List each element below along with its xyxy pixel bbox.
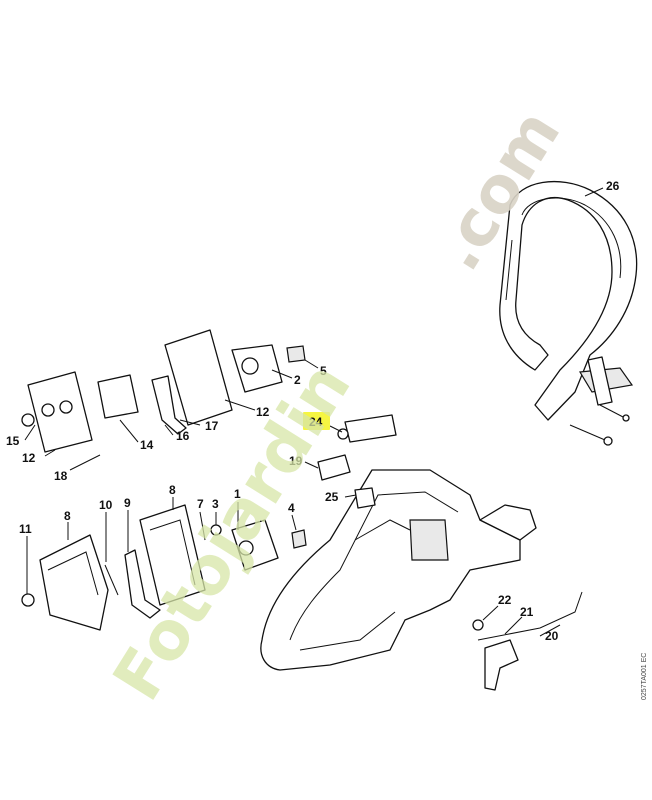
callout-19: 19: [289, 454, 303, 468]
housing-part: [260, 469, 537, 671]
callout-labels: 1 2 3 4 5 7 8 8 9 10 11 12 12 14 15 16 1…: [6, 179, 620, 643]
callout-1: 1: [234, 487, 241, 501]
callout-15: 15: [6, 434, 20, 448]
callout-18: 18: [54, 469, 68, 483]
drawing-code: 0257TA001 EC: [641, 653, 648, 700]
callout-2: 2: [294, 373, 301, 387]
handlebar-part: [499, 180, 638, 446]
callout-10: 10: [99, 498, 113, 512]
callout-24: 24: [309, 415, 323, 429]
callout-14: 14: [140, 438, 154, 452]
callout-5: 5: [320, 364, 327, 378]
callout-11: 11: [19, 522, 32, 536]
callout-4: 4: [288, 501, 295, 515]
callout-9: 9: [124, 496, 131, 510]
callout-21: 21: [520, 605, 534, 619]
callout-3: 3: [212, 497, 219, 511]
callout-12b: 12: [22, 451, 36, 465]
callout-7: 7: [197, 497, 204, 511]
cover-part: [21, 329, 583, 691]
callout-20: 20: [545, 629, 559, 643]
callout-16: 16: [176, 429, 190, 443]
callout-8b: 8: [64, 509, 71, 523]
callout-26: 26: [606, 179, 620, 193]
callout-highlight: [303, 412, 330, 430]
leader-lines: [24, 187, 604, 637]
callout-8a: 8: [169, 483, 176, 497]
callout-12a: 12: [256, 405, 270, 419]
callout-25: 25: [325, 490, 339, 504]
callout-22: 22: [498, 593, 512, 607]
callout-17: 17: [205, 419, 219, 433]
